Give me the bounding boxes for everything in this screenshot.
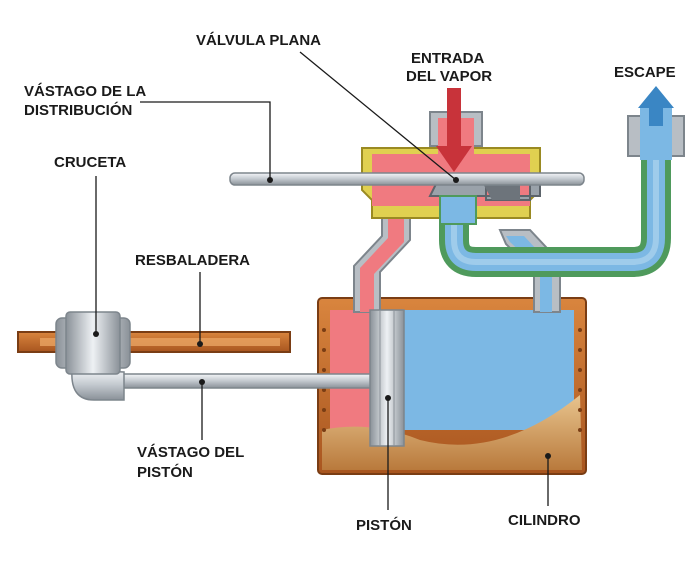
leader-lines: [95, 51, 549, 510]
label-valve-rod-line2: DISTRIBUCIÓN: [24, 101, 132, 119]
leader-valve-rod: [140, 101, 271, 180]
label-piston-rod-line2: PISTÓN: [137, 463, 193, 481]
label-cylinder: CILINDRO: [508, 512, 581, 529]
lubricant-pool: [322, 395, 582, 470]
label-piston: PISTÓN: [356, 516, 412, 534]
label-valve: VÁLVULA PLANA: [196, 32, 321, 49]
labels: VÁLVULA PLANA ENTRADA DEL VAPOR ESCAPE V…: [24, 32, 676, 534]
crosshead: [55, 311, 131, 401]
exhaust-pipe: [439, 108, 685, 277]
label-steam-in-line1: ENTRADA: [411, 50, 484, 67]
label-valve-rod-line1: VÁSTAGO DE LA: [24, 83, 146, 100]
cylinder-bore-exhaust: [402, 310, 574, 430]
label-exhaust: ESCAPE: [614, 64, 676, 81]
arrow-up-icon: [638, 86, 674, 126]
label-slide: RESBALADERA: [135, 252, 250, 269]
label-crosshead: CRUCETA: [54, 154, 126, 171]
piston-rod: [117, 373, 381, 389]
leader-valve: [299, 51, 457, 181]
cylinder-rivets-right: [578, 328, 582, 432]
label-steam-in-line2: DEL VAPOR: [406, 68, 492, 85]
piston: [369, 309, 405, 447]
leader-dots: [93, 177, 551, 459]
valve-rod: [229, 172, 585, 186]
label-piston-rod-line1: VÁSTAGO DEL: [137, 444, 244, 461]
arrow-down-icon: [436, 88, 472, 172]
cylinder-rivets-left: [322, 328, 326, 432]
